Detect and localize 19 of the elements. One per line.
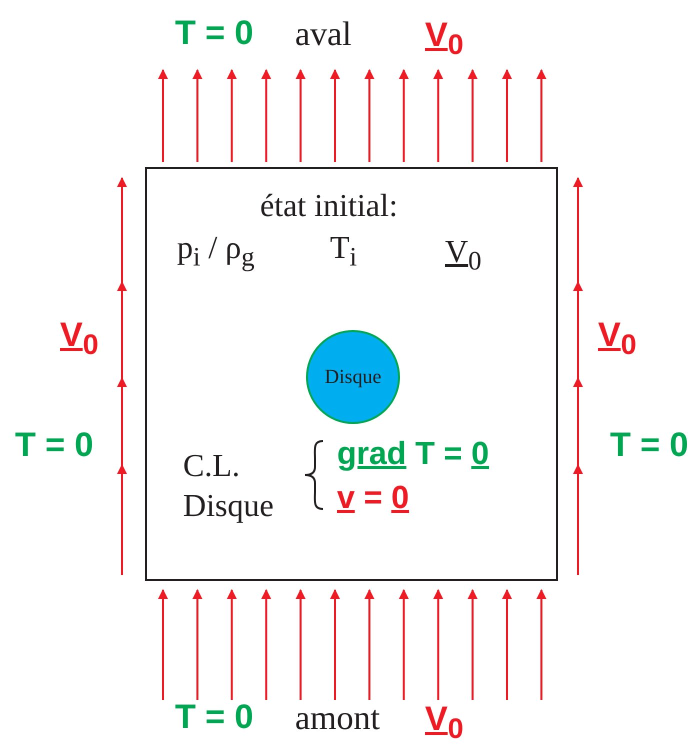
boundary-condition-label: C.L. Disque: [183, 446, 275, 525]
inlet-label: amont: [295, 702, 380, 736]
temperature-condition: T = 0: [15, 428, 94, 462]
velocity-condition: V$_{0}$: [425, 18, 464, 60]
velocity-condition: V$_{0}$: [60, 318, 98, 360]
velocity-condition: V$_{0}$: [425, 702, 464, 744]
initial-pressure-density: p$_{i}$ / ρ$_{g}$: [177, 231, 255, 270]
outlet-label: aval: [295, 18, 352, 52]
temperature-gradient-condition: grad T = 0: [337, 437, 490, 469]
heading: état initial:: [260, 189, 398, 221]
temperature-condition: T = 0: [175, 16, 254, 50]
initial-temperature: T$_{i}$: [330, 231, 357, 270]
domain-box: [145, 167, 558, 581]
velocity-condition: V$_{0}$: [598, 318, 636, 360]
initial-velocity: V$_{0}$: [445, 235, 482, 274]
temperature-condition: T = 0: [175, 700, 254, 734]
disk-label: Disque: [324, 366, 382, 388]
temperature-condition: T = 0: [610, 428, 688, 462]
velocity-condition: v = 0: [337, 481, 410, 513]
